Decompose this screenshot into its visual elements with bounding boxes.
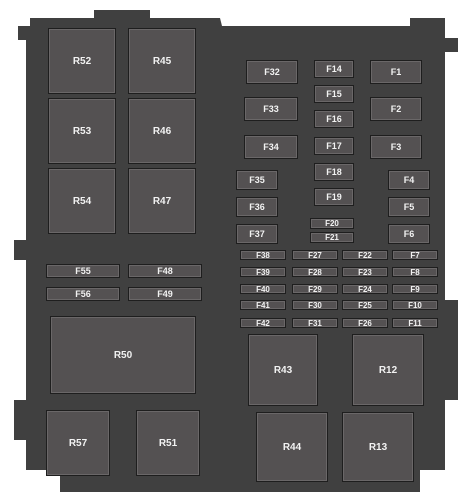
relay-r51: R51 [136, 410, 200, 476]
relay-r46: R46 [128, 98, 196, 164]
fuse-f4: F4 [388, 170, 430, 190]
fuse-f28: F28 [292, 267, 338, 277]
fuse-f23: F23 [342, 267, 388, 277]
fuse-f41: F41 [240, 300, 286, 310]
fuse-f32: F32 [246, 60, 298, 84]
fuse-f56: F56 [46, 287, 120, 301]
fuse-f20: F20 [310, 218, 354, 229]
fuse-f36: F36 [236, 197, 278, 217]
fuse-f33: F33 [244, 97, 298, 121]
fuse-f15: F15 [314, 85, 354, 103]
fuse-f18: F18 [314, 163, 354, 181]
fuse-f8: F8 [392, 267, 438, 277]
relay-r50: R50 [50, 316, 196, 394]
relay-r43: R43 [248, 334, 318, 406]
fuse-f40: F40 [240, 284, 286, 294]
fuse-f34: F34 [244, 135, 298, 159]
relay-r53: R53 [48, 98, 116, 164]
relay-r54: R54 [48, 168, 116, 234]
fuse-f21: F21 [310, 232, 354, 243]
fuse-f9: F9 [392, 284, 438, 294]
relay-r44: R44 [256, 412, 328, 482]
relay-r57: R57 [46, 410, 110, 476]
fuse-f17: F17 [314, 137, 354, 155]
fuse-f42: F42 [240, 318, 286, 328]
fuse-f6: F6 [388, 224, 430, 244]
fuse-f19: F19 [314, 188, 354, 206]
fuse-f2: F2 [370, 97, 422, 121]
relay-r45: R45 [128, 28, 196, 94]
fuse-f22: F22 [342, 250, 388, 260]
fuse-f10: F10 [392, 300, 438, 310]
fuse-f7: F7 [392, 250, 438, 260]
fuse-f5: F5 [388, 197, 430, 217]
fuse-f31: F31 [292, 318, 338, 328]
fuse-f16: F16 [314, 110, 354, 128]
fuse-f24: F24 [342, 284, 388, 294]
fuse-f49: F49 [128, 287, 202, 301]
relay-r52: R52 [48, 28, 116, 94]
fuse-f30: F30 [292, 300, 338, 310]
fuse-f1: F1 [370, 60, 422, 84]
fuse-f55: F55 [46, 264, 120, 278]
relay-r13: R13 [342, 412, 414, 482]
fuse-f25: F25 [342, 300, 388, 310]
fuse-f27: F27 [292, 250, 338, 260]
fuse-f48: F48 [128, 264, 202, 278]
fuse-f37: F37 [236, 224, 278, 244]
fuse-f29: F29 [292, 284, 338, 294]
fuse-f11: F11 [392, 318, 438, 328]
fuse-f26: F26 [342, 318, 388, 328]
fuse-f3: F3 [370, 135, 422, 159]
fuse-f14: F14 [314, 60, 354, 78]
fuse-f35: F35 [236, 170, 278, 190]
relay-r12: R12 [352, 334, 424, 406]
fuse-f38: F38 [240, 250, 286, 260]
fuse-f39: F39 [240, 267, 286, 277]
relay-r47: R47 [128, 168, 196, 234]
